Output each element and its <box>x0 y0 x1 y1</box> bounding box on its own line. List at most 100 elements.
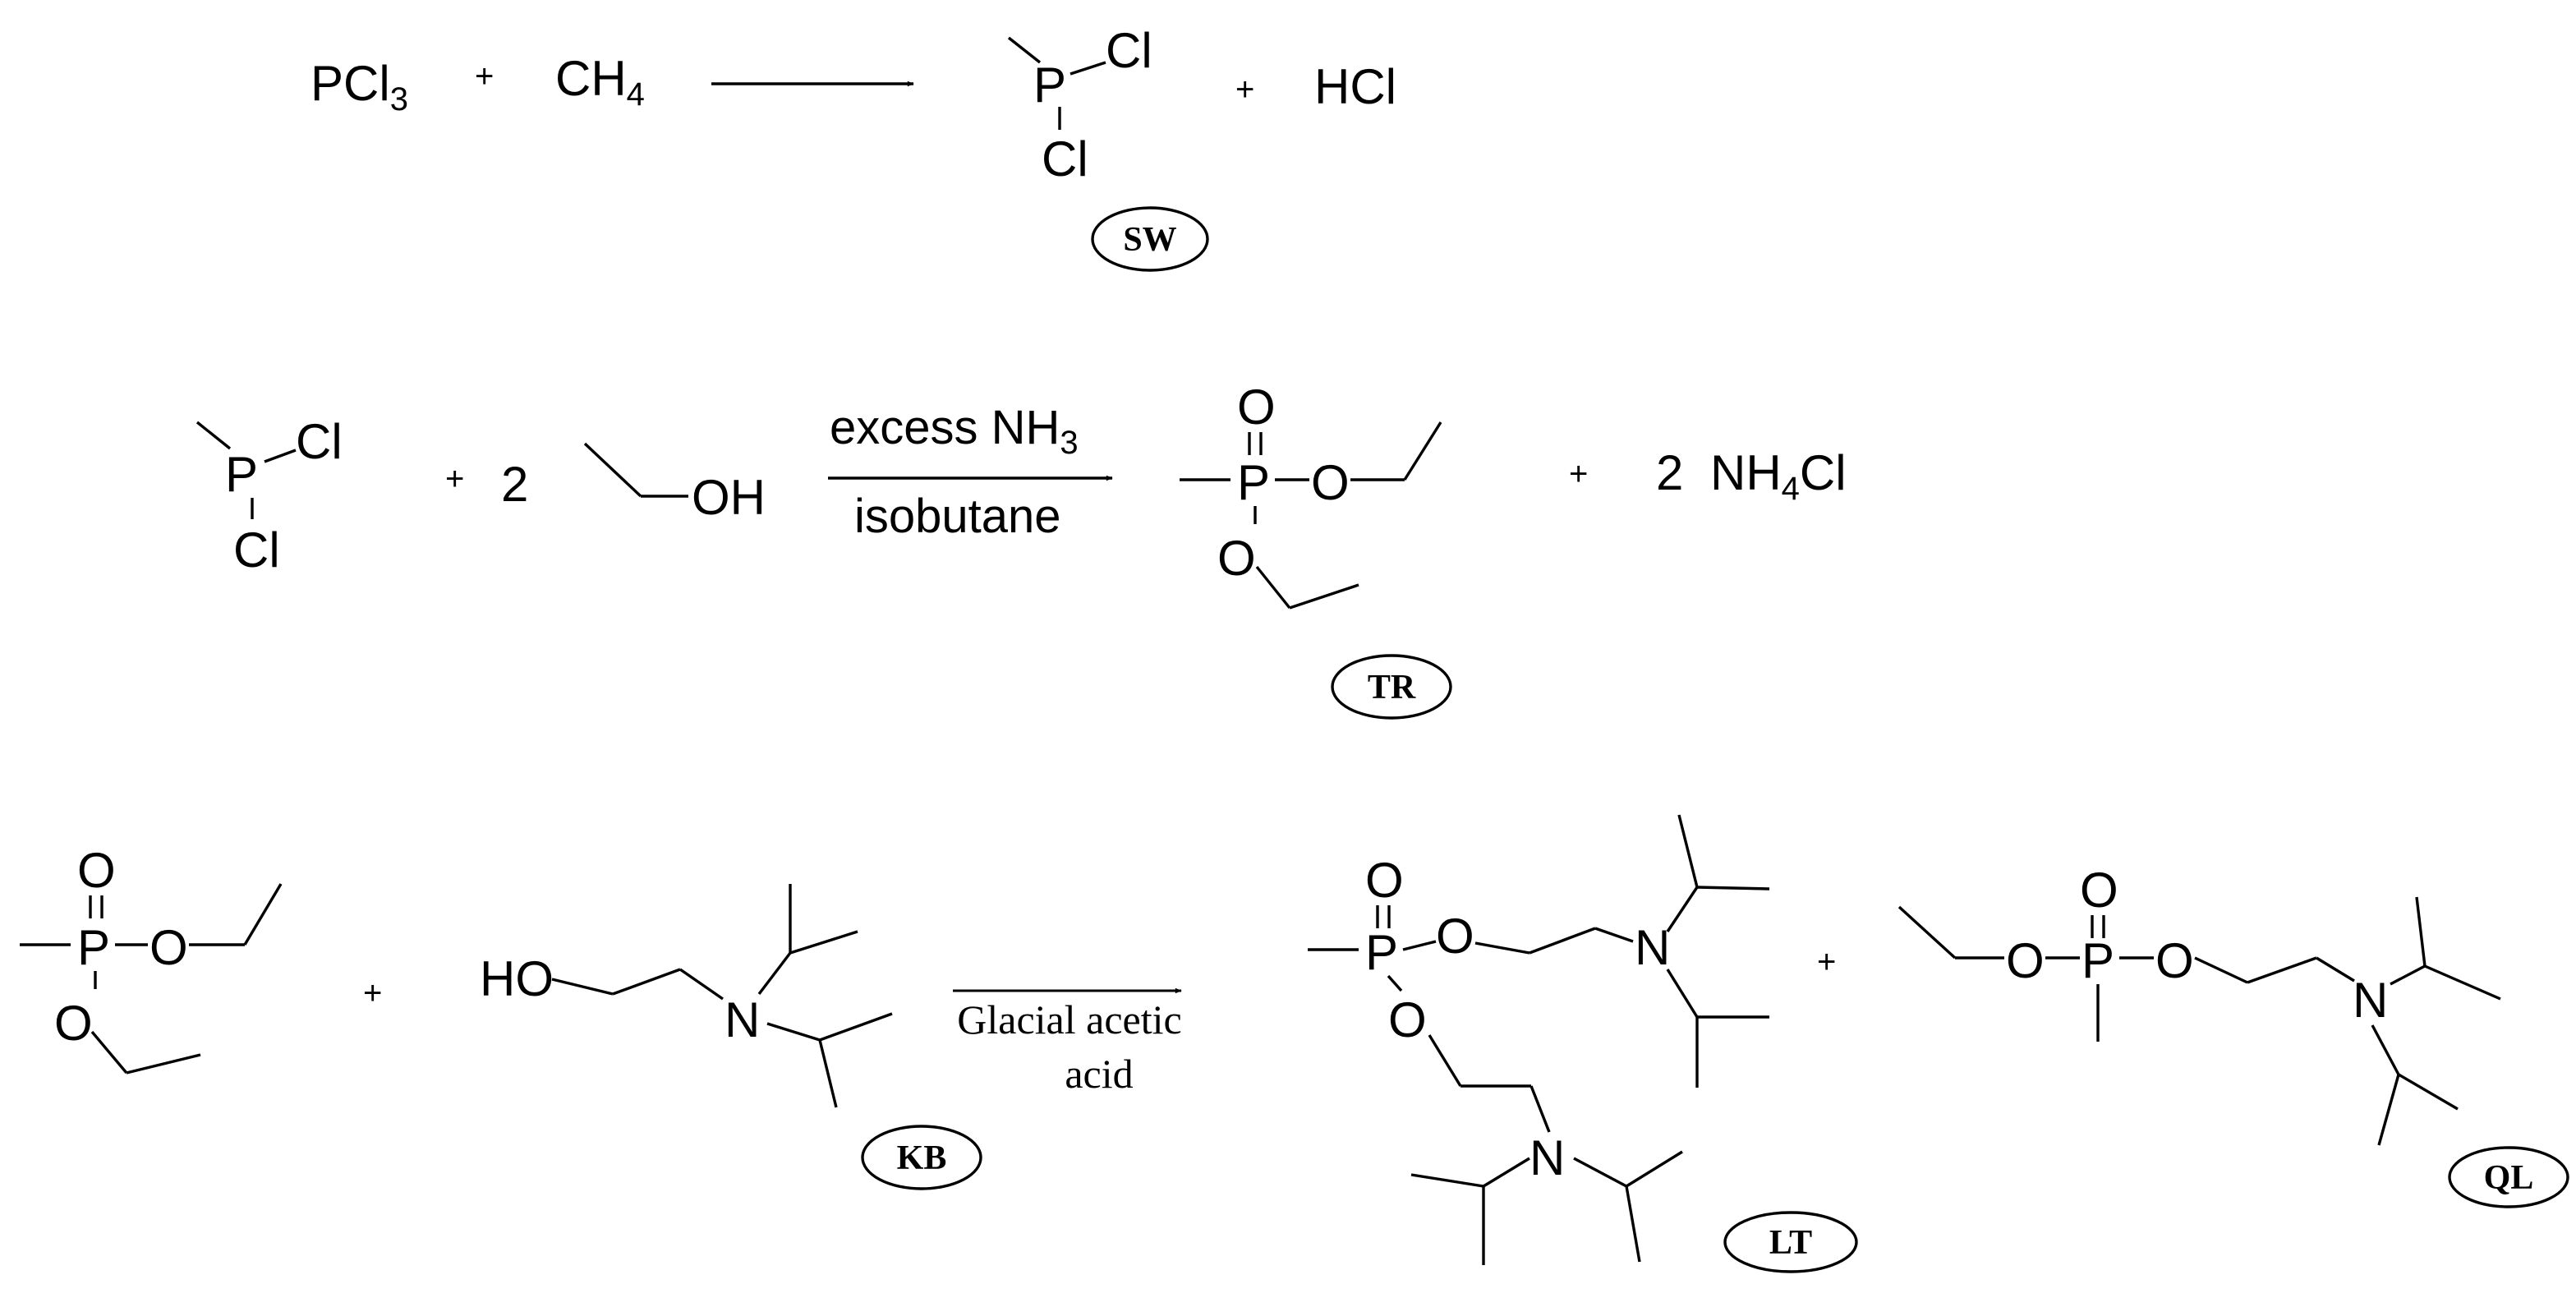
ch4-formula: CH4 <box>555 51 645 113</box>
compound-label-ql: QL <box>2484 1159 2534 1197</box>
reaction-condition-solvent: isobutane <box>854 490 1061 543</box>
bond <box>1483 1157 1530 1188</box>
bond <box>1666 969 1699 1018</box>
bond <box>679 968 724 1001</box>
bond <box>1677 814 1699 888</box>
oxygen-atom: O <box>1237 380 1276 435</box>
oxygen-atom: O <box>150 920 188 975</box>
bond <box>2247 956 2317 984</box>
plus-sign: + <box>1569 456 1588 492</box>
hydroxyl-group: OH <box>692 470 766 525</box>
bond <box>264 449 297 463</box>
chlorine-atom: Cl <box>233 522 280 578</box>
oxygen-atom: O <box>1365 853 1404 908</box>
bond <box>243 883 283 946</box>
bis-aminoethyl-methylphosphonate-structure: O P O N O N <box>1308 814 1770 1265</box>
oxygen-atom: O <box>54 996 93 1051</box>
bond <box>1474 941 1530 955</box>
phosphorus-atom: P <box>1033 58 1066 113</box>
diethyl-methylphosphonate-structure: O P O O <box>1180 380 1442 610</box>
bond <box>126 1053 201 1075</box>
chlorine-atom: Cl <box>1042 131 1088 186</box>
bond <box>1530 1085 1551 1133</box>
bond <box>1387 974 1403 992</box>
nitrogen-atom: N <box>1635 920 1670 975</box>
diethyl-methylphosphonate-structure: O P O O <box>20 843 283 1075</box>
reaction-2: P Cl Cl + 2 OH excess NH3 isobutane O P … <box>196 380 1847 720</box>
bond <box>2424 964 2501 1001</box>
phosphorus-atom: P <box>1365 925 1398 980</box>
reaction-1: PCl3 + CH4 P Cl Cl SW + HCl <box>310 23 1396 272</box>
nitrogen-atom: N <box>724 992 760 1047</box>
phosphorus-atom: P <box>1237 455 1270 510</box>
reaction-condition-reagent: excess NH3 <box>830 401 1079 461</box>
bond <box>1626 1150 1683 1188</box>
compound-label-sw: SW <box>1123 221 1176 259</box>
bond <box>1666 886 1699 932</box>
hydroxyl-group: HO <box>480 951 554 1006</box>
compound-label-tr: TR <box>1368 669 1416 706</box>
bond <box>757 951 792 996</box>
bond <box>2371 1024 2400 1075</box>
oxygen-atom: O <box>2006 933 2045 988</box>
compound-label-oval <box>1723 1211 1858 1273</box>
ethanol-structure: OH <box>583 442 766 525</box>
bond <box>612 968 681 996</box>
methyl-dichlorophosphine-structure: P Cl Cl <box>1007 23 1152 186</box>
pcl3-formula: PCl3 <box>310 56 408 117</box>
hcl-formula: HCl <box>1314 59 1396 114</box>
bond <box>818 1039 838 1108</box>
chlorine-atom: Cl <box>296 414 343 469</box>
bond <box>2316 956 2355 983</box>
bond <box>551 978 614 996</box>
phosphorus-atom: P <box>2082 933 2114 988</box>
reaction-condition-reagent: Glacial acetic <box>957 996 1181 1042</box>
oxygen-atom: O <box>1311 455 1350 510</box>
bond <box>1289 583 1359 610</box>
reaction-condition-reagent: acid <box>1065 1051 1133 1097</box>
bond <box>90 1030 128 1075</box>
ammonium-chloride-formula: NH4Cl <box>1710 445 1847 507</box>
compound-label-kb: KB <box>897 1139 947 1177</box>
bond <box>766 1022 821 1042</box>
nitrogen-atom: N <box>1530 1130 1565 1185</box>
compound-label-oval <box>1091 206 1209 272</box>
plus-sign: + <box>445 461 464 497</box>
oxygen-atom: O <box>2080 863 2118 918</box>
plus-sign: + <box>1817 944 1836 980</box>
bond <box>1594 927 1634 943</box>
bond <box>2398 1073 2459 1111</box>
phosphorus-atom: P <box>225 447 258 502</box>
compound-label-oval <box>1331 654 1452 720</box>
bond <box>1403 421 1442 481</box>
bond <box>2390 964 2426 986</box>
stoichiometric-coefficient: 2 <box>1656 445 1683 500</box>
oxygen-atom: O <box>2155 933 2194 988</box>
ethyl-aminoethyl-methylphosphonate-structure: O O P O N <box>1898 863 2501 1146</box>
methyl-dichlorophosphine-structure: P Cl Cl <box>196 414 343 578</box>
bond <box>1007 36 1042 64</box>
bond <box>819 1012 893 1042</box>
bond <box>2194 956 2248 984</box>
bond <box>1402 940 1437 951</box>
bond <box>583 442 642 498</box>
oxygen-atom: O <box>1388 992 1427 1047</box>
compound-label-lt: LT <box>1769 1224 1812 1262</box>
plus-sign: + <box>363 975 382 1011</box>
plus-sign: + <box>1235 71 1254 108</box>
chlorine-atom: Cl <box>1106 23 1152 78</box>
bond <box>1696 886 1770 891</box>
nitrogen-atom: N <box>2353 973 2388 1028</box>
bond <box>1428 1034 1462 1087</box>
phosphorus-atom: P <box>77 920 110 975</box>
bond <box>1255 565 1291 610</box>
oxygen-atom: O <box>77 843 116 898</box>
bond <box>1898 905 1957 960</box>
bond <box>2377 1074 2400 1146</box>
bond <box>1529 927 1596 955</box>
bond <box>789 930 858 955</box>
bond <box>1410 1173 1484 1188</box>
bond <box>196 421 232 450</box>
diisopropylaminoethanol-structure: HO N <box>480 884 893 1108</box>
